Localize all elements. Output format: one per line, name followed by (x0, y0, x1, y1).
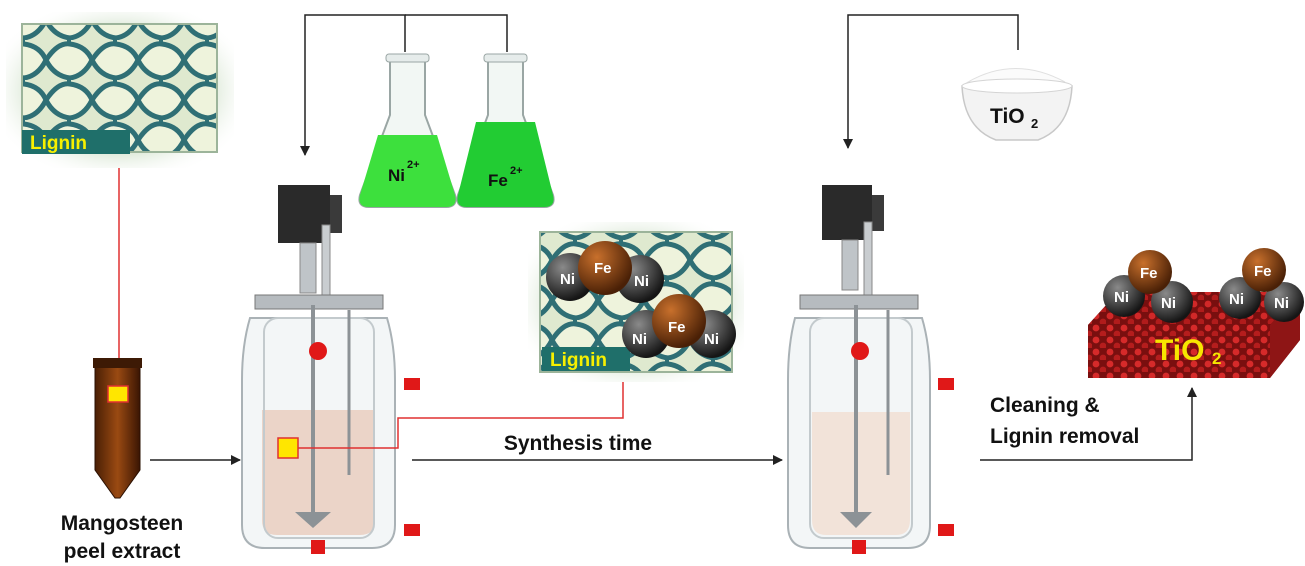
atom-ni-label: Ni (1229, 291, 1244, 308)
reaction-highlight (277, 437, 299, 459)
cleaning-label-line1: Cleaning & (990, 394, 1100, 417)
arrow-tio2-to-reactor (843, 14, 1019, 149)
erlenmeyer-flask-icon: Fe 2+ (456, 53, 555, 208)
atom-ni-label: Ni (634, 273, 649, 290)
atom-ni-label: Ni (1161, 295, 1176, 312)
extract-label-line2: peel extract (64, 540, 181, 563)
extract-label-line1: Mangosteen (61, 512, 184, 535)
atom-ni-label: Ni (1114, 289, 1129, 306)
atom-ni-label: Ni (1274, 295, 1289, 312)
crystal-lattice-icon: TiO 2 Ni Ni Fe Ni Ni Fe (1088, 248, 1304, 378)
atom-fe-label: Fe (1254, 263, 1272, 280)
fe-ion-label: Fe (488, 171, 508, 190)
arrow-flasks-to-reactor (300, 14, 406, 156)
atom-fe-label: Fe (668, 319, 686, 336)
bracket-flasks (405, 14, 508, 52)
fe-ion-charge: 2+ (510, 165, 523, 177)
link-line-nanoparticles (298, 382, 624, 449)
lignin-label-1: Lignin (30, 133, 87, 154)
tio2-powder-sub: 2 (1031, 116, 1038, 131)
ni-ion-label: Ni (388, 166, 405, 185)
powder-bowl-icon: TiO 2 (961, 68, 1073, 141)
tio2-block-label: TiO (1155, 334, 1204, 367)
centrifuge-tube-icon (93, 358, 142, 499)
atom-ni-label: Ni (704, 331, 719, 348)
sample-highlight (107, 385, 129, 403)
ni-ion-charge: 2+ (407, 159, 420, 171)
synthesis-label: Synthesis time (504, 432, 652, 455)
arrow-cleaning-to-product (980, 387, 1197, 461)
atom-ni-label: Ni (560, 271, 575, 288)
atom-fe-label: Fe (1140, 265, 1158, 282)
nanoparticle-icon: Lignin Ni Ni Fe Ni Ni Fe (528, 222, 744, 382)
lignin-micrograph-icon: Lignin (6, 12, 234, 168)
lignin-label-2: Lignin (550, 350, 607, 371)
tio2-powder-label: TiO (990, 105, 1025, 128)
jacketed-reactor-icon (241, 185, 420, 554)
atom-ni-label: Ni (632, 331, 647, 348)
atom-fe-label: Fe (594, 260, 612, 277)
cleaning-label-line2: Lignin removal (990, 425, 1139, 448)
tio2-block-sub: 2 (1212, 349, 1221, 368)
jacketed-reactor-icon (787, 185, 954, 554)
erlenmeyer-flask-icon: Ni 2+ (358, 53, 457, 208)
